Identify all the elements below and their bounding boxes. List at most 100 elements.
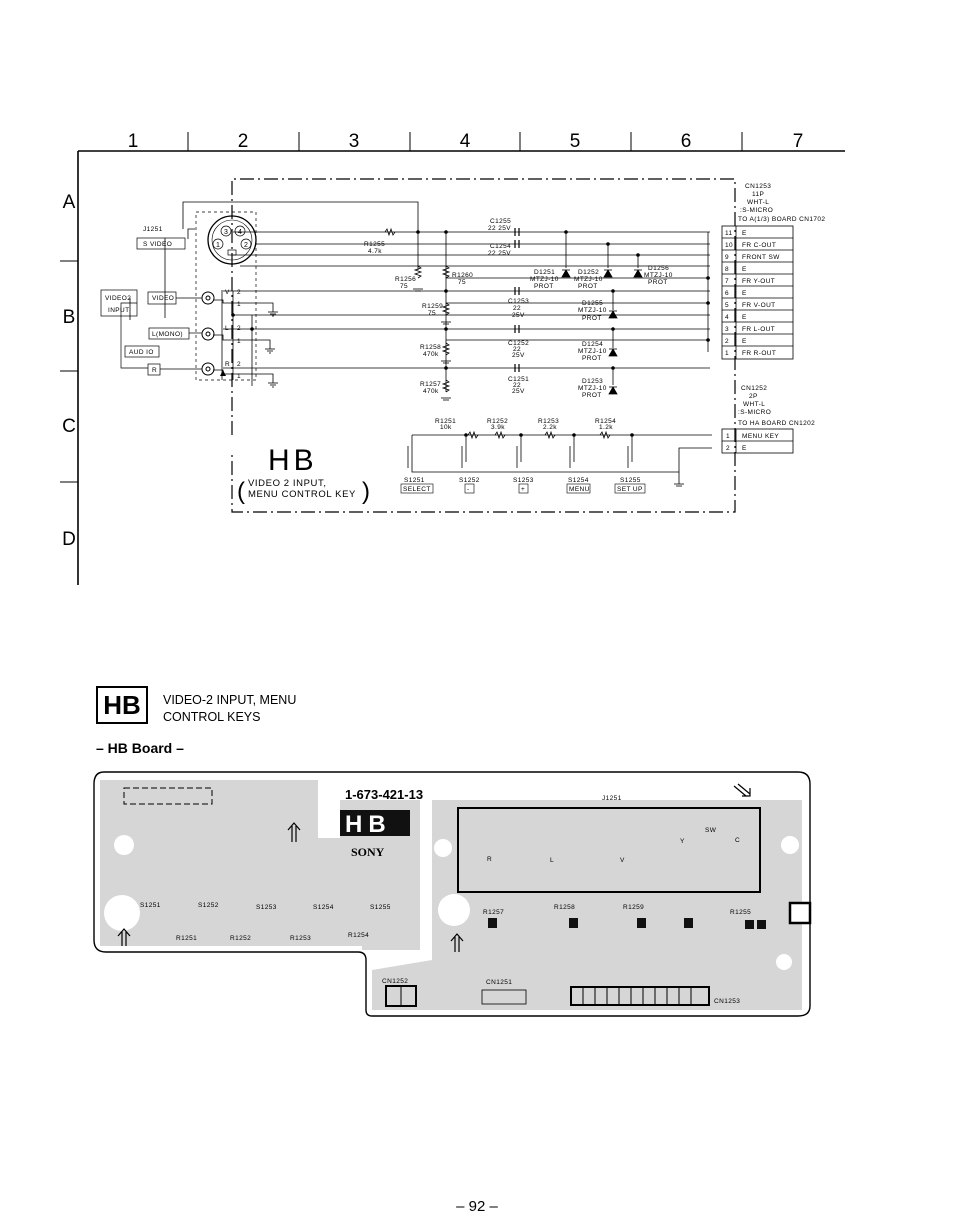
jack-group-outline xyxy=(195,211,257,381)
cn1252-type: :S-MICRO xyxy=(738,409,771,416)
pin-label: E xyxy=(742,290,747,297)
plus-key-label: + xyxy=(521,486,525,493)
d1252-ref: D1252 xyxy=(578,269,599,276)
menu-key-box xyxy=(566,483,591,494)
r1260-ref: R1260 xyxy=(452,272,473,279)
pin-label: E xyxy=(742,445,747,452)
pcb-brand: SONY xyxy=(351,845,385,859)
cn1252-color: WHT-L xyxy=(743,401,765,408)
r1259-ref: R1259 xyxy=(422,303,443,310)
pin-label: FR L-OUT xyxy=(742,326,775,333)
d1255-val: MTZJ-10 xyxy=(578,307,607,314)
pin-num: 9 xyxy=(725,254,729,261)
s1253-ref: S1253 xyxy=(513,477,534,484)
d1251-ref: D1251 xyxy=(534,269,555,276)
s-video-connector xyxy=(207,215,257,265)
r-label: R xyxy=(152,367,157,374)
d1254-note: PROT xyxy=(582,355,602,362)
menu-key-label: MENU xyxy=(569,486,590,493)
pin-num: 5 xyxy=(725,302,729,309)
c1253-val: 22 xyxy=(513,305,521,312)
plus-key-box xyxy=(518,483,529,494)
svg-text:2: 2 xyxy=(244,242,248,249)
select-key-label: SELECT xyxy=(403,486,431,493)
switch-labels: S1251 SELECT S1252 - S1253 + S1254 MENU … xyxy=(400,477,646,494)
pin-label: FRONT SW xyxy=(742,254,780,261)
pcb-r-label: R1252 xyxy=(230,935,251,942)
s1252-ref: S1252 xyxy=(459,477,480,484)
svg-text:2: 2 xyxy=(237,325,241,332)
grid-col-7: 7 xyxy=(793,131,804,152)
junction-dots xyxy=(231,230,710,437)
cn1252-pins: 2P xyxy=(749,393,758,400)
s-video-label: S VIDEO xyxy=(143,241,172,248)
pcb-pads xyxy=(488,918,766,929)
cn1253-table xyxy=(721,225,794,360)
board-title-line2: MENU CONTROL KEY xyxy=(248,489,356,500)
pcb-sw-label: S1251 xyxy=(140,902,161,909)
r1257-ref: R1257 xyxy=(420,381,441,388)
pcb-cn1252: CN1252 xyxy=(382,978,408,985)
legend-line2: CONTROL KEYS xyxy=(163,710,261,724)
svg-text:R: R xyxy=(225,361,230,368)
paren-open: ( xyxy=(237,478,245,505)
c1253-volt: 25V xyxy=(512,312,525,319)
pin-num: 6 xyxy=(725,290,729,297)
grid-col-2: 2 xyxy=(238,131,249,152)
d1254-ref: D1254 xyxy=(582,341,603,348)
r1260-val: 75 xyxy=(458,279,466,286)
c1252-ref: C1252 xyxy=(508,340,529,347)
board-code: HB xyxy=(268,444,318,477)
pcb-r-label: R1259 xyxy=(623,904,644,911)
r1251-ref: R1251 xyxy=(435,418,456,425)
r1256-val: 75 xyxy=(400,283,408,290)
pin-label: FR Y-OUT xyxy=(742,278,775,285)
d1256-note: PROT xyxy=(648,279,668,286)
ground-symbols xyxy=(265,288,684,487)
svg-text:1: 1 xyxy=(237,338,241,345)
grid-col-1: 1 xyxy=(128,131,139,152)
pin-label: E xyxy=(742,314,747,321)
capacitor-symbols xyxy=(514,228,520,372)
c1251-ref: C1251 xyxy=(508,376,529,383)
board-title-line1: VIDEO 2 INPUT, xyxy=(248,478,327,489)
pcb-part-number: 1-673-421-13 xyxy=(345,787,423,802)
pin-label: FR R-OUT xyxy=(742,350,776,357)
c1252-volt: 25V xyxy=(512,352,525,359)
d1255-note: PROT xyxy=(582,315,602,322)
cn1252-table xyxy=(721,428,794,454)
pcb-jack-label: C xyxy=(735,837,740,844)
svg-text:4: 4 xyxy=(238,229,242,236)
svg-text:1: 1 xyxy=(237,301,241,308)
pin-label: E xyxy=(742,266,747,273)
d1251-note: PROT xyxy=(534,283,554,290)
cn1253-dest: TO A(1/3) BOARD CN1702 xyxy=(738,216,825,223)
pcb-cn1251: CN1251 xyxy=(486,979,512,986)
pcb-section-title: – HB Board – xyxy=(96,740,184,756)
setup-key-label: SET UP xyxy=(617,486,643,493)
input-leaders xyxy=(120,297,202,370)
grid-row-d: D xyxy=(62,529,76,550)
c1253-ref: C1253 xyxy=(508,298,529,305)
pcb-r-label: R1253 xyxy=(290,935,311,942)
cn1253-name: CN1253 xyxy=(745,183,771,190)
d1253-ref: D1253 xyxy=(582,378,603,385)
pin-num: 8 xyxy=(725,266,729,273)
minus-key-label: - xyxy=(467,486,470,493)
s1254-ref: S1254 xyxy=(568,477,589,484)
input-label: INPUT xyxy=(108,307,130,314)
pin-num: 4 xyxy=(725,314,729,321)
pcb-r-label: R1255 xyxy=(730,909,751,916)
pcb-jack-label: R xyxy=(487,856,492,863)
r1252-ref: R1252 xyxy=(487,418,508,425)
pcb-arrows xyxy=(117,783,751,952)
r1251-val: 10k xyxy=(440,424,452,431)
r1259-val: 75 xyxy=(428,310,436,317)
cn1253-pins: 11P xyxy=(752,191,764,198)
pcb-r-label: R1258 xyxy=(554,904,575,911)
r1258-ref: R1258 xyxy=(420,344,441,351)
pcb-sw-label: S1255 xyxy=(370,904,391,911)
